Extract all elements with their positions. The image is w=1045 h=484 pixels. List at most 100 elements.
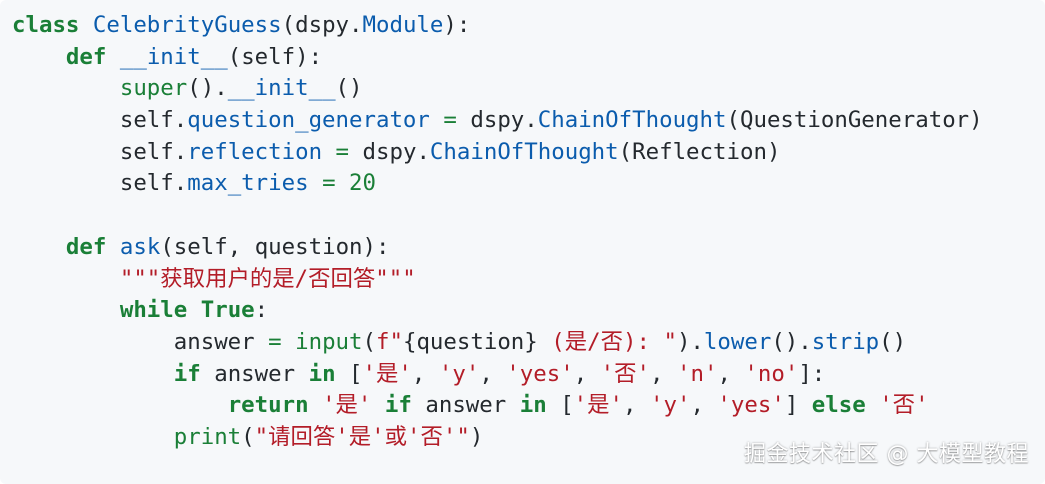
code-token: ,	[623, 392, 650, 419]
code-token: in	[308, 360, 336, 387]
code-token: ,	[411, 360, 439, 387]
code-line: print("请回答'是'或'否'")	[12, 422, 1033, 454]
code-token: self	[119, 138, 174, 165]
code-token: def	[65, 43, 107, 70]
code-token	[349, 139, 362, 165]
code-token: answer	[173, 328, 255, 355]
code-token: super	[119, 75, 188, 102]
code-token: def	[65, 233, 107, 260]
code-token	[12, 329, 174, 355]
code-token: (	[160, 233, 174, 260]
code-token: (	[281, 12, 296, 38]
code-token: '是'	[573, 392, 624, 419]
code-token	[457, 107, 470, 133]
code-token: if	[384, 392, 412, 419]
code-token: '否'	[600, 360, 651, 387]
code-token: if	[173, 360, 201, 387]
code-token: ,	[479, 360, 507, 387]
code-token: .	[173, 170, 188, 197]
code-token	[12, 44, 66, 70]
code-token: ()	[879, 328, 907, 355]
code-token: """获取用户的是/否回答"""	[119, 265, 416, 292]
code-token: 'no'	[744, 360, 799, 387]
code-token	[12, 392, 228, 418]
code-token	[430, 107, 443, 133]
code-line: answer = input(f"{question} (是/否): ").lo…	[12, 327, 1033, 359]
code-token: (是/否): "	[537, 328, 677, 355]
code-block: class CelebrityGuess(dspy.Module): def _…	[12, 10, 1033, 454]
code-token	[12, 424, 174, 450]
code-token: ,	[650, 360, 677, 387]
code-token	[412, 392, 425, 418]
code-token: print	[173, 423, 242, 450]
code-token: return	[227, 392, 309, 419]
code-token: ().	[187, 75, 228, 102]
code-token: )	[969, 107, 983, 134]
code-token: self	[119, 170, 174, 197]
code-token: question	[254, 233, 363, 260]
code-token: ):	[362, 233, 390, 260]
code-token	[866, 392, 879, 418]
code-token: .	[349, 12, 363, 38]
code-token	[201, 361, 214, 387]
code-token: [	[560, 392, 574, 419]
code-token	[12, 266, 120, 292]
code-token: in	[519, 392, 547, 419]
code-token: :	[254, 297, 269, 324]
code-token	[506, 392, 519, 418]
code-line	[12, 200, 1033, 232]
code-token: {question}	[402, 328, 538, 355]
code-token: =	[335, 138, 350, 165]
code-token: reflection	[187, 138, 323, 165]
code-token: 'y'	[438, 360, 480, 387]
code-token: '是'	[322, 392, 372, 419]
code-token: True	[200, 297, 255, 324]
code-token	[336, 361, 349, 387]
code-token	[309, 392, 322, 418]
code-token	[547, 392, 560, 418]
code-token	[798, 392, 811, 418]
code-token: =	[268, 328, 282, 355]
code-token: self	[241, 43, 296, 70]
code-token: 20	[349, 170, 376, 197]
code-token: 'yes'	[717, 392, 785, 419]
code-token	[12, 234, 66, 260]
code-token	[12, 361, 174, 387]
code-token: )	[766, 138, 781, 165]
code-token: ,	[573, 360, 601, 387]
code-token	[106, 234, 119, 260]
code-token	[12, 107, 120, 133]
code-token: ):	[295, 43, 323, 70]
code-token: .	[416, 138, 430, 165]
code-token: QuestionGenerator	[739, 107, 970, 134]
code-token: ]	[784, 392, 799, 419]
code-token: 'yes'	[506, 360, 574, 387]
code-line: while True:	[12, 295, 1033, 327]
code-token: ):	[443, 12, 471, 38]
code-token: question_generator	[187, 107, 430, 134]
code-token: (	[726, 107, 740, 134]
code-token: '否'	[879, 392, 929, 419]
code-token: .	[173, 107, 188, 134]
code-token	[106, 44, 119, 70]
code-token: ()	[335, 75, 363, 102]
code-token: (	[362, 328, 376, 355]
code-token: self	[173, 233, 228, 260]
code-line: def __init__(self):	[12, 42, 1033, 74]
code-token	[187, 297, 200, 323]
code-token: .	[524, 107, 538, 134]
code-token: while	[119, 297, 188, 324]
code-token: =	[322, 170, 336, 197]
code-line: def ask(self, question):	[12, 232, 1033, 264]
code-token	[255, 329, 268, 355]
code-token: ).	[676, 328, 704, 355]
code-token: max_tries	[187, 170, 309, 197]
code-line: """获取用户的是/否回答"""	[12, 264, 1033, 296]
code-token: =	[443, 107, 457, 134]
code-token: input	[295, 328, 363, 355]
code-token: "请回答'是'或'否'"	[254, 423, 470, 450]
code-token: Reflection	[632, 138, 767, 165]
code-token: ask	[119, 233, 161, 260]
code-token: ().	[771, 328, 812, 355]
